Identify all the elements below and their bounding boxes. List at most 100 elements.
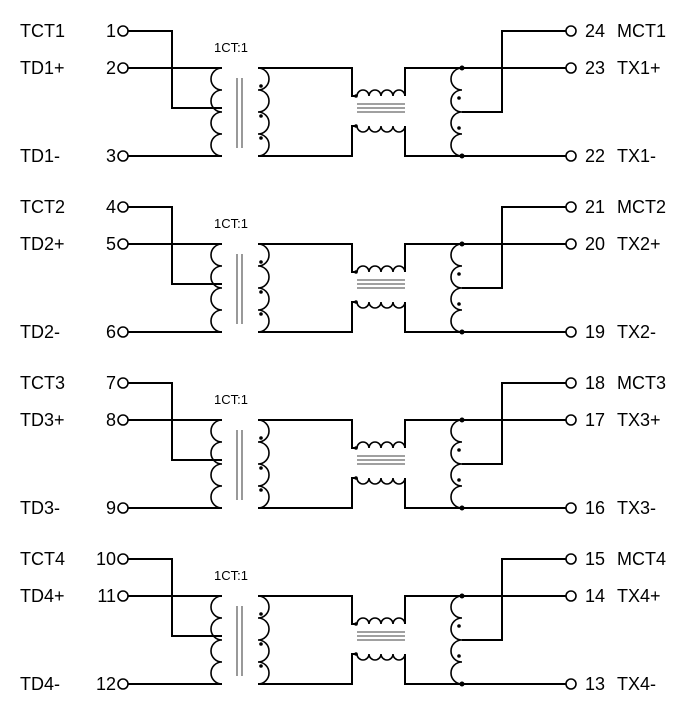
junction-dot — [459, 593, 465, 599]
secondary-bottom-wire — [258, 477, 357, 509]
output-plus-wire — [404, 595, 566, 624]
output-minus-wire — [404, 478, 566, 509]
terminal-circle — [117, 326, 129, 338]
polarity-dot — [259, 260, 263, 264]
terminal-circle — [117, 150, 129, 162]
pin-name: MCT4 — [617, 549, 666, 569]
junction-dot — [459, 241, 465, 247]
pin-name: MCT3 — [617, 373, 666, 393]
secondary-top-wire — [258, 243, 357, 273]
ratio-label: 1CT:1 — [214, 216, 248, 231]
polarity-dot — [354, 622, 358, 626]
pin-name: TCT2 — [20, 197, 65, 217]
pin-name: TD3- — [20, 498, 60, 518]
junction-dot — [459, 329, 465, 335]
pin-number: 2 — [106, 58, 116, 78]
junction-dot — [459, 681, 465, 687]
center-tap-wire — [128, 382, 222, 461]
terminal-circle — [565, 590, 577, 602]
terminal-circle — [565, 62, 577, 74]
polarity-dot — [354, 652, 358, 656]
pin-name: TD3+ — [20, 410, 65, 430]
terminal-circle — [117, 414, 129, 426]
pin-number: 8 — [106, 410, 116, 430]
pin-name: MCT1 — [617, 21, 666, 41]
winding-coil — [257, 595, 270, 685]
terminal-circle — [117, 502, 129, 514]
pin-number: 18 — [585, 373, 605, 393]
polarity-dot — [259, 312, 263, 316]
polarity-dot — [354, 300, 358, 304]
choke-coil — [356, 477, 406, 485]
center-tap-wire — [128, 30, 222, 109]
center-tap-wire — [128, 558, 222, 637]
terminal-circle — [117, 25, 129, 37]
pin-number: 24 — [585, 21, 605, 41]
pin-name: TX1- — [617, 146, 656, 166]
polarity-dot — [457, 126, 461, 130]
ratio-label: 1CT:1 — [214, 568, 248, 583]
pin-name: TCT4 — [20, 549, 65, 569]
pin-name: TD1- — [20, 146, 60, 166]
output-minus-wire — [404, 302, 566, 333]
terminal-circle — [117, 678, 129, 690]
secondary-bottom-wire — [258, 301, 357, 333]
choke-coil — [356, 617, 406, 625]
output-plus-wire — [404, 67, 566, 96]
polarity-dot — [259, 114, 263, 118]
polarity-dot — [457, 448, 461, 452]
pin-name: TX4- — [617, 674, 656, 694]
secondary-top-wire — [258, 419, 357, 449]
terminal-circle — [117, 238, 129, 250]
pin-number: 16 — [585, 498, 605, 518]
polarity-dot — [354, 446, 358, 450]
pin-name: TCT3 — [20, 373, 65, 393]
pin-number: 7 — [106, 373, 116, 393]
ratio-label: 1CT:1 — [214, 40, 248, 55]
terminal-circle — [565, 414, 577, 426]
pin-name: TD1+ — [20, 58, 65, 78]
secondary-bottom-wire — [258, 653, 357, 685]
terminal-circle — [117, 553, 129, 565]
pin-number: 17 — [585, 410, 605, 430]
center-tap-output-wire — [462, 558, 566, 641]
winding-coil — [257, 243, 270, 333]
terminal-circle — [565, 25, 577, 37]
pin-number: 14 — [585, 586, 605, 606]
winding-coil — [210, 243, 223, 333]
polarity-dot — [457, 96, 461, 100]
winding-coil — [450, 243, 463, 333]
secondary-top-wire — [258, 595, 357, 625]
terminal-circle — [565, 553, 577, 565]
winding-coil — [210, 67, 223, 157]
pin-name: TX3+ — [617, 410, 661, 430]
pin-number: 1 — [106, 21, 116, 41]
polarity-dot — [259, 436, 263, 440]
center-tap-wire — [128, 206, 222, 285]
pin-number: 10 — [96, 549, 116, 569]
pin-number: 11 — [97, 586, 116, 606]
polarity-dot — [259, 642, 263, 646]
polarity-dot — [259, 612, 263, 616]
terminal-circle — [565, 502, 577, 514]
polarity-dot — [259, 84, 263, 88]
polarity-dot — [259, 488, 263, 492]
output-minus-wire — [404, 126, 566, 157]
polarity-dot — [259, 136, 263, 140]
pin-name: TD2- — [20, 322, 60, 342]
polarity-dot — [354, 124, 358, 128]
pin-name: TX4+ — [617, 586, 661, 606]
terminal-circle — [565, 201, 577, 213]
terminal-circle — [565, 238, 577, 250]
pin-number: 23 — [585, 58, 605, 78]
winding-coil — [450, 595, 463, 685]
terminal-circle — [117, 590, 129, 602]
winding-coil — [257, 67, 270, 157]
winding-coil — [450, 67, 463, 157]
pin-name: TX3- — [617, 498, 656, 518]
polarity-dot — [354, 476, 358, 480]
